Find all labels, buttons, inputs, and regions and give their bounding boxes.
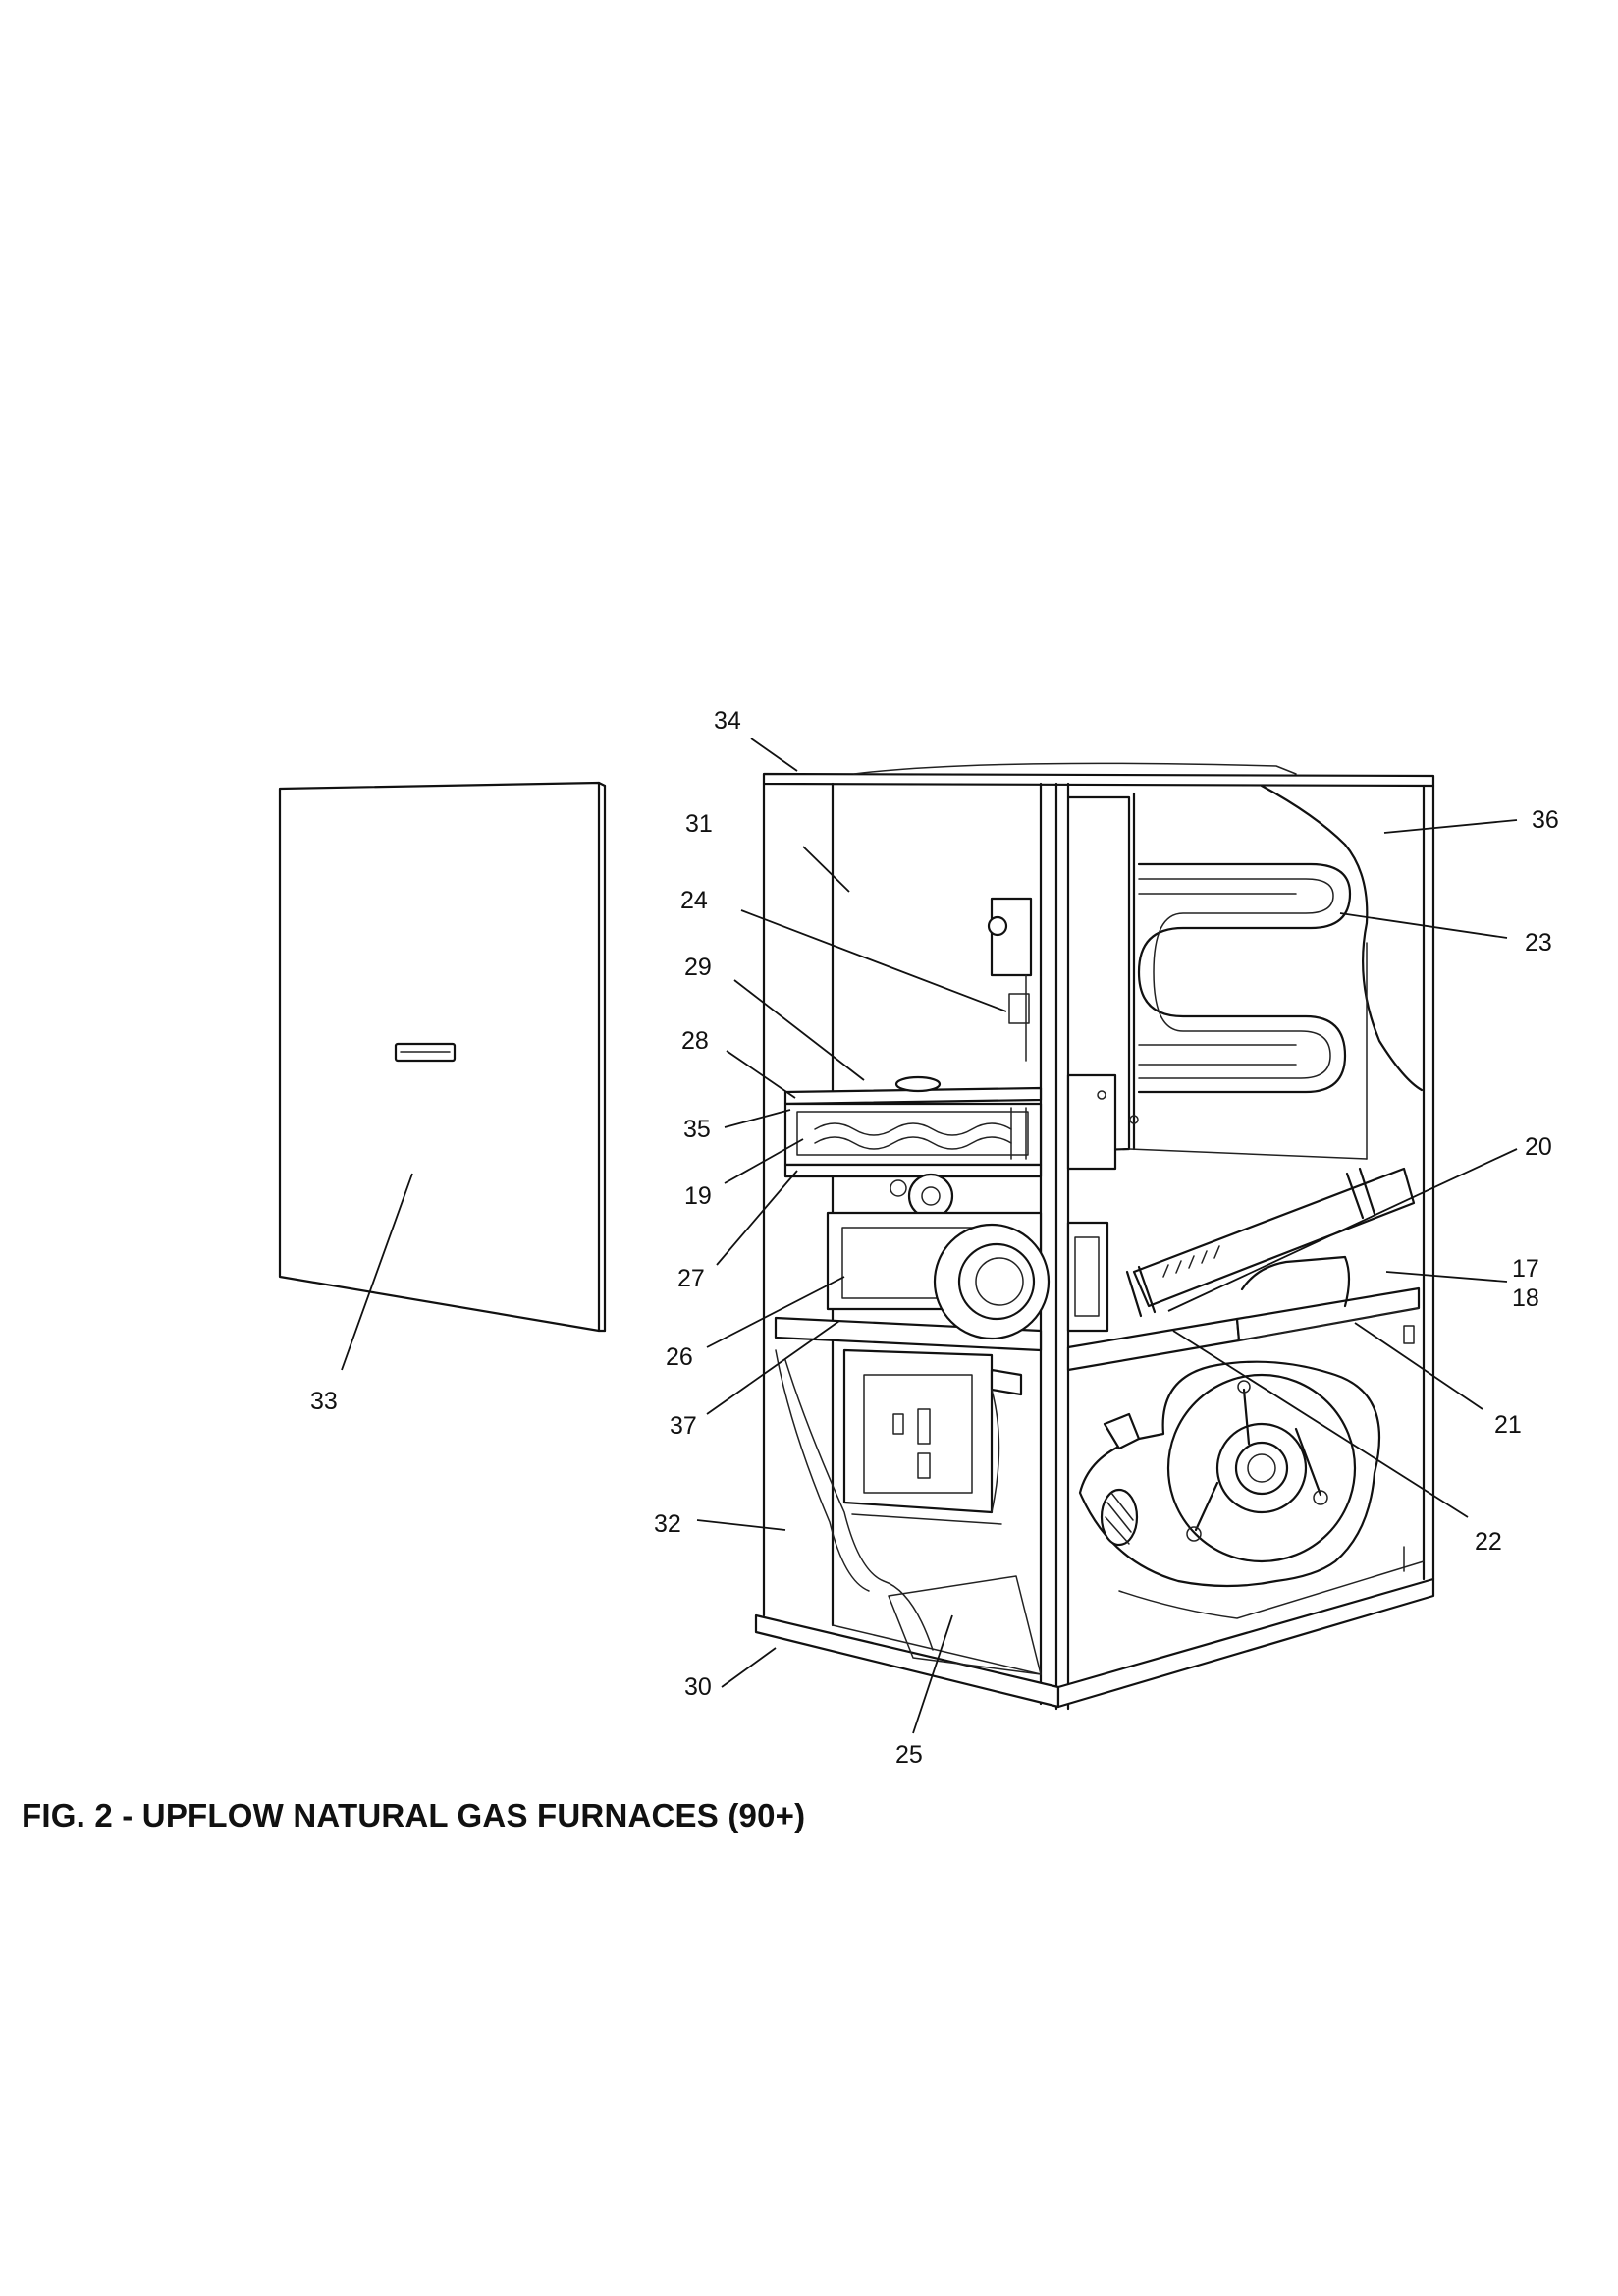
heat-exchanger [1066, 784, 1424, 1160]
callout-31: 31 [685, 810, 713, 838]
callout-34: 34 [714, 707, 741, 735]
callout-30: 30 [684, 1673, 712, 1701]
callout-36: 36 [1532, 806, 1559, 834]
callout-37: 37 [670, 1412, 697, 1440]
callout-27: 27 [677, 1265, 705, 1292]
circulating-blower [1078, 1360, 1425, 1619]
collector-box [1238, 1255, 1420, 1344]
furnace-cabinet [754, 762, 1435, 1711]
callout-35: 35 [683, 1116, 711, 1143]
callout-32: 32 [654, 1510, 681, 1538]
gas-valve-assembly [987, 897, 1117, 1171]
callout-23: 23 [1525, 929, 1552, 957]
callout-26: 26 [666, 1343, 693, 1371]
figure-caption: FIG. 2 - UPFLOW NATURAL GAS FURNACES (90… [22, 1797, 806, 1833]
door-panel [278, 781, 607, 1333]
leader-lines [341, 738, 1518, 1734]
control-box [775, 1348, 1023, 1651]
callout-19: 19 [684, 1182, 712, 1210]
callout-18: 18 [1512, 1285, 1539, 1312]
callout-28: 28 [681, 1027, 709, 1055]
callout-29: 29 [684, 954, 712, 981]
callout-24: 24 [680, 887, 708, 914]
callout-21: 21 [1494, 1411, 1522, 1439]
burner-assembly [783, 1075, 1043, 1220]
inducer-assembly [826, 1211, 1109, 1340]
callout-labels: 34 31 24 29 28 35 19 27 26 37 32 30 25 3… [310, 707, 1559, 1769]
callout-17: 17 [1512, 1255, 1539, 1283]
callout-20: 20 [1525, 1133, 1552, 1161]
callout-22: 22 [1475, 1528, 1502, 1556]
callout-25: 25 [895, 1741, 923, 1769]
callout-33: 33 [310, 1388, 338, 1415]
vent-pipe [1125, 1167, 1416, 1318]
